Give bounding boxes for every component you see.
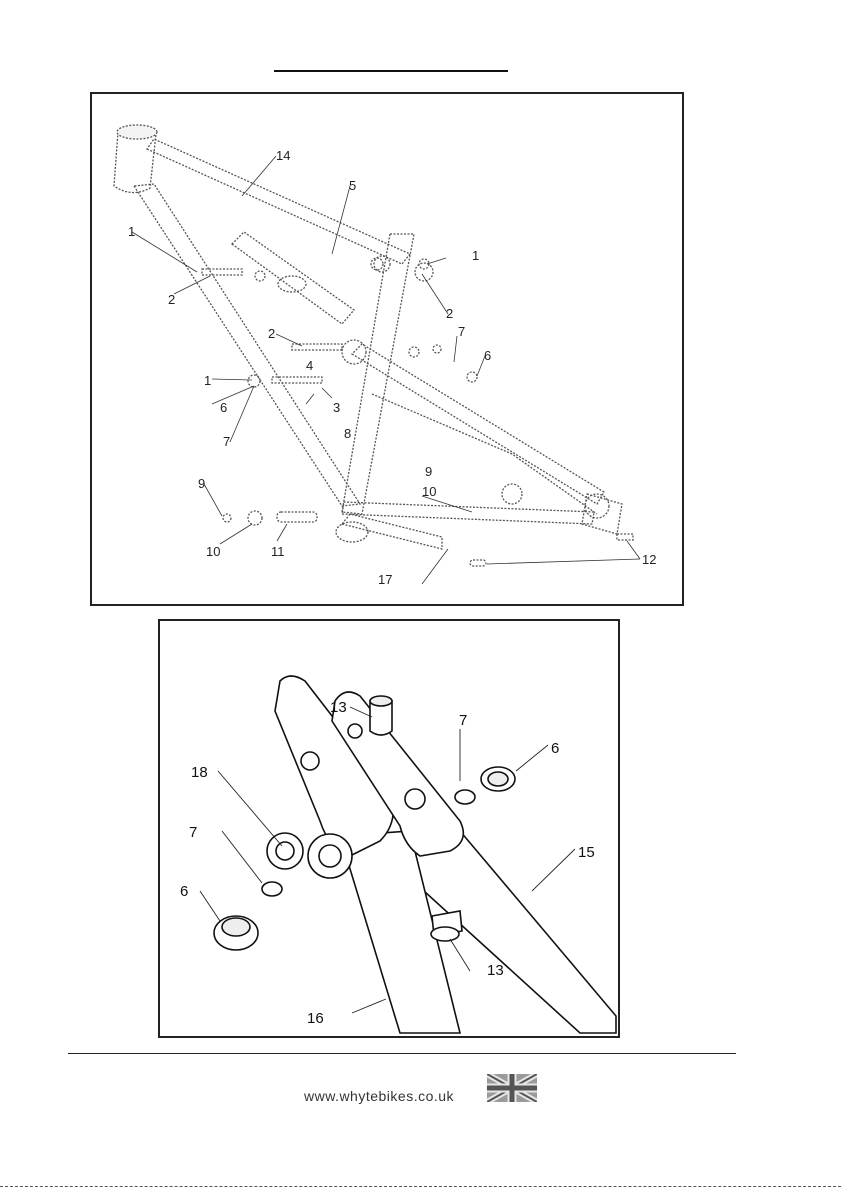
callout-4: 4 (306, 358, 313, 373)
callout-2: 2 (446, 306, 453, 321)
callout-11: 11 (271, 544, 285, 559)
footer-url: www.whytebikes.co.uk (304, 1088, 454, 1104)
washer-7-left (262, 882, 282, 896)
callout-7: 7 (458, 324, 465, 339)
callout-5: 5 (349, 178, 356, 193)
frame-exploded-diagram: 14 5 1 1 1 2 2 2 3 4 6 6 7 7 8 9 9 10 10… (92, 94, 682, 604)
callout-7: 7 (223, 434, 230, 449)
chain-stay (342, 502, 594, 524)
seat-stay (352, 344, 604, 504)
callout-9: 9 (198, 476, 205, 491)
bottom-bracket (336, 522, 368, 542)
page-edge (0, 1186, 841, 1187)
callout-6: 6 (180, 883, 188, 900)
callout-9: 9 (425, 464, 432, 479)
callout-17: 17 (378, 572, 392, 587)
rear-pivot-detail-panel: 13 13 7 7 6 6 18 15 16 (158, 619, 620, 1038)
head-tube (114, 132, 156, 193)
callout-7: 7 (459, 712, 467, 729)
callout-1: 1 (472, 248, 479, 263)
callout-16: 16 (307, 1010, 324, 1027)
callout-10: 10 (422, 484, 436, 499)
callout-13: 13 (330, 699, 347, 716)
callout-6: 6 (484, 348, 491, 363)
callout-1: 1 (204, 373, 211, 388)
seat-tube (342, 234, 414, 514)
down-tube (134, 184, 360, 506)
callout-18: 18 (191, 764, 208, 781)
callout-6: 6 (551, 740, 559, 757)
footer-divider (68, 1053, 736, 1054)
callout-12: 12 (642, 552, 656, 567)
callout-13: 13 (487, 962, 504, 979)
callout-8: 8 (344, 426, 351, 441)
callout-14: 14 (276, 148, 290, 163)
washer-7-right (455, 790, 475, 804)
frame-exploded-view-panel: 14 5 1 1 1 2 2 2 3 4 6 6 7 7 8 9 9 10 10… (90, 92, 684, 606)
callout-15: 15 (578, 844, 595, 861)
callout-1: 1 (128, 224, 135, 239)
union-jack-flag-icon (487, 1074, 537, 1102)
rear-pivot-detail-diagram: 13 13 7 7 6 6 18 15 16 (160, 621, 618, 1036)
callout-3: 3 (333, 400, 340, 415)
title-underline (274, 70, 508, 72)
callout-6: 6 (220, 400, 227, 415)
callout-2: 2 (168, 292, 175, 307)
pivot-axle-11 (277, 512, 317, 522)
callout-7: 7 (189, 824, 197, 841)
callout-10: 10 (206, 544, 220, 559)
rear-shock (232, 232, 354, 324)
callout-2: 2 (268, 326, 275, 341)
